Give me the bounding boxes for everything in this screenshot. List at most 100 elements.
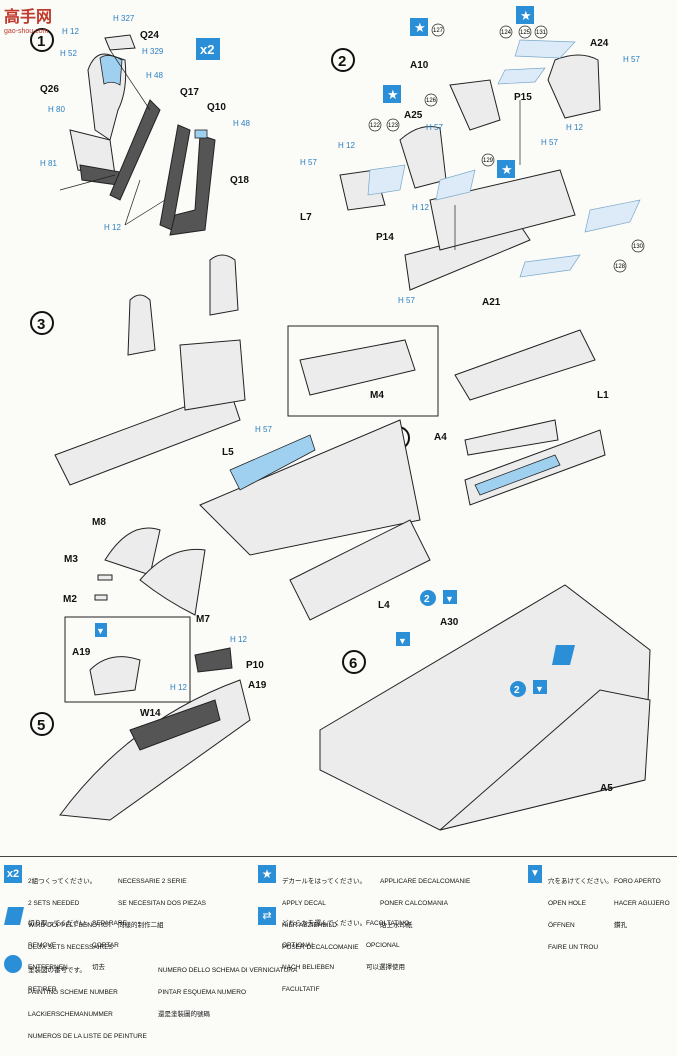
label-h12-c: H 12	[412, 203, 429, 212]
legend-hole-es: HACER AGUJERO	[614, 900, 670, 908]
label-h57-b: H 57	[426, 123, 443, 132]
drill-icon: ▼	[528, 865, 542, 883]
cockpit-assembly-right	[454, 329, 596, 401]
legend-hole-jp: 穴をあけてください。	[548, 877, 613, 885]
decal-num-128: 128	[615, 264, 626, 270]
seat-rail-q17	[109, 99, 161, 201]
drill-icon: ▼	[96, 626, 105, 636]
x2-badge-label: x2	[200, 42, 214, 57]
label-a21: A21	[482, 297, 501, 308]
instruction-sheet: 1 x2 Q24 Q26 Q17 Q10 Q18 H 12 H 327 H 32…	[0, 6, 677, 1040]
seat-part-q24	[104, 34, 136, 51]
legend-opt-cn: 可以選擇使用	[366, 964, 405, 972]
label-m3: M3	[64, 554, 78, 565]
label-h57-e: H 57	[398, 296, 415, 305]
legend-x2-it: NECESSARIE 2 SERIE	[118, 877, 187, 885]
bulkhead-a25	[399, 126, 447, 189]
label-p10: P10	[246, 660, 264, 671]
legend-decal-fr: POSER DECALCOMANIE	[282, 944, 359, 952]
label-m7: M7	[196, 614, 210, 625]
decal-star-4: ★	[501, 162, 513, 177]
panel-m4	[299, 339, 416, 396]
decal-131	[514, 39, 576, 59]
label-h48-left: H 48	[146, 71, 163, 80]
label-h12-bottom: H 12	[104, 223, 121, 232]
legend-opt-es: OPCIONAL	[366, 942, 400, 950]
rail-detail-blue	[194, 129, 208, 139]
label-a30: A30	[440, 617, 459, 628]
legend-hole-en: OPEN HOLE	[548, 900, 586, 908]
label-m4: M4	[370, 390, 384, 401]
label-h52: H 52	[60, 49, 77, 58]
label-a4: A4	[434, 432, 447, 443]
fuselage-half-l4	[289, 519, 431, 621]
label-q17: Q17	[180, 87, 199, 98]
seat-rail-q18	[169, 134, 216, 236]
label-h48-right: H 48	[233, 119, 250, 128]
legend-paint-de: LACKIERSCHEMANUMMER	[28, 1011, 113, 1019]
label-p15: P15	[514, 92, 532, 103]
detail-box-a19	[64, 616, 191, 703]
label-l7: L7	[300, 212, 312, 223]
fuselage-inner-l5	[199, 419, 421, 556]
scheme-number-2: 2	[514, 685, 520, 696]
step-1: 1 x2 Q24 Q26 Q17 Q10 Q18 H 12 H 327 H 32…	[30, 14, 250, 236]
decal-marker-2	[516, 6, 534, 24]
bulkhead-a24	[547, 54, 601, 119]
decal-num-125: 125	[520, 30, 531, 36]
decal-num-130: 130	[633, 244, 644, 250]
blue-panel-h57	[229, 434, 316, 491]
decal-marker-3	[383, 85, 401, 103]
x2-badge	[196, 38, 220, 60]
legend-decal-it: APPLICARE DECALCOMANIE	[380, 877, 471, 885]
bulkhead-step3	[179, 339, 246, 411]
legend-paint-jp: 塗装図の番号です。	[28, 966, 86, 974]
step-3-circle	[30, 311, 54, 335]
legend-paint-it: NUMERO DELLO SCHEMA DI VERNICIATURA	[158, 966, 298, 974]
step-5-number: 5	[37, 717, 45, 734]
legend-x2-es: SE NECESITAN DOS PIEZAS	[118, 900, 207, 908]
floor-l1-blue	[474, 454, 561, 496]
star-icon: ★	[258, 865, 276, 883]
legend-hole-fr: FAIRE UN TROU	[548, 944, 599, 952]
label-l5: L5	[222, 447, 234, 458]
decal-128	[519, 254, 581, 278]
fuselage-a5	[439, 689, 651, 831]
label-h80: H 80	[48, 105, 65, 114]
scheme-badge-2	[510, 681, 526, 697]
label-h12-b-step5: H 12	[170, 683, 187, 692]
label-h327: H 327	[113, 14, 135, 23]
decal-num-124: 124	[501, 30, 512, 36]
legend-x2-jp: 2組つくってください。	[28, 877, 97, 885]
label-h12-a-step5: H 12	[230, 635, 247, 644]
part-m3	[97, 574, 113, 581]
seat-headrest	[99, 55, 123, 86]
label-a25: A25	[404, 110, 423, 121]
label-p14: P14	[376, 232, 394, 243]
label-h12-b: H 12	[566, 123, 583, 132]
hole-marker-1	[396, 632, 410, 646]
label-h12-top: H 12	[62, 27, 79, 36]
paint-scheme-icon	[4, 955, 22, 973]
decal-num-123: 123	[388, 123, 399, 129]
step-2-circle	[331, 48, 355, 72]
hole-marker-3	[533, 680, 547, 694]
legend-decal-es: PONER CALCOMANIA	[380, 900, 448, 908]
decal-num-127: 127	[433, 28, 444, 34]
label-l1: L1	[597, 390, 609, 401]
legend: x2 2組つくってください。 2 SETS NEEDED WIRD DOPPEL…	[0, 856, 677, 1040]
canopy-part-m8	[104, 527, 161, 576]
step-1-circle	[30, 28, 54, 52]
decal-126	[497, 67, 546, 85]
label-q18: Q18	[230, 175, 249, 186]
legend-cut-fr: RETIRER	[28, 986, 57, 994]
legend-cut-jp: 切り取ってください。	[28, 919, 93, 927]
label-a10: A10	[410, 60, 429, 71]
step-6-number: 6	[349, 655, 357, 672]
legend-cut-de: ENTFERNEN	[28, 964, 68, 972]
label-h329: H 329	[142, 47, 164, 56]
cockpit-opening	[129, 699, 221, 751]
decal-num-129: 129	[483, 158, 494, 164]
cockpit-base-step3	[54, 389, 241, 486]
assembly-diagram: 1 x2 Q24 Q26 Q17 Q10 Q18 H 12 H 327 H 32…	[30, 6, 651, 831]
